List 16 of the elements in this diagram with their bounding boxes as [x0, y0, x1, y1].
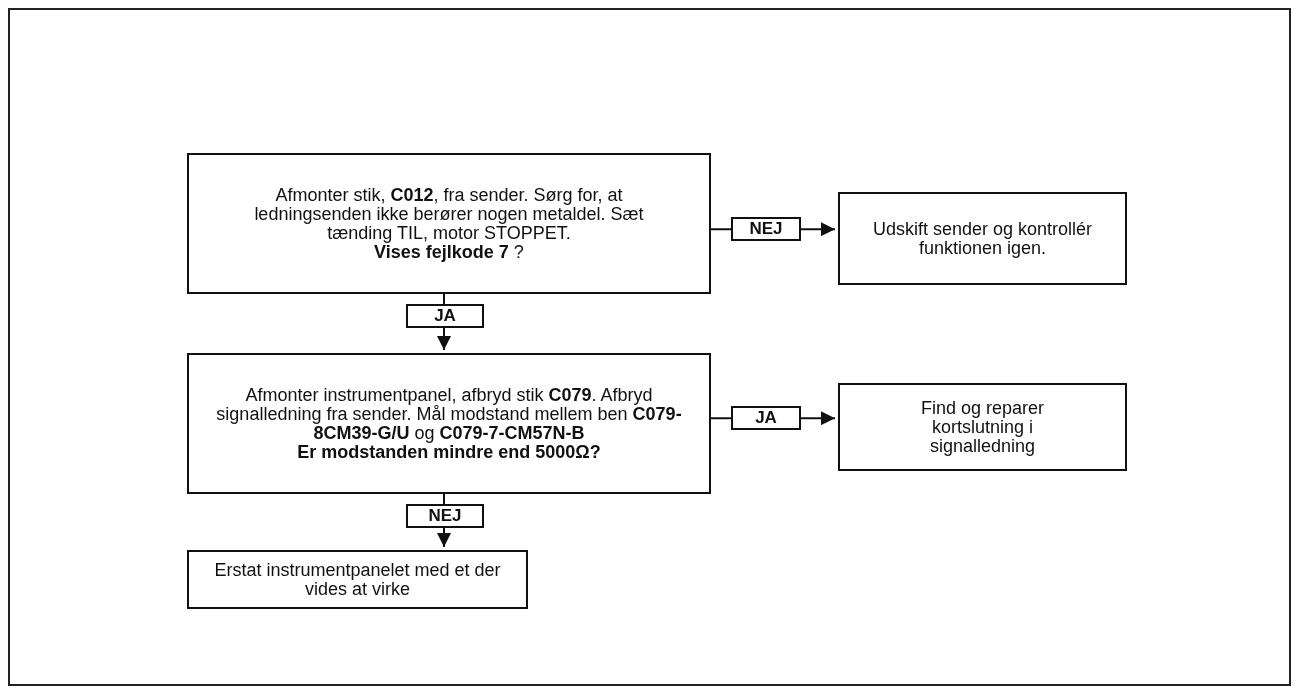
instruction-text: Erstat instrumentpanelet med et der vides at virke	[213, 560, 502, 599]
instruction-text: Afmonter stik, C012, fra sender. Sørg for, at ledningsenden ikke berører nogen metaldel. Sæt tænding TIL, motor STOPPET.	[253, 185, 645, 243]
process-box	[187, 153, 711, 294]
question-text: Vises fejlkode 7 ?	[374, 242, 524, 262]
process-box	[838, 383, 1127, 471]
edge-label: JA	[731, 406, 801, 431]
process-box	[187, 550, 528, 609]
process-box	[838, 192, 1127, 285]
edge-label: NEJ	[406, 504, 484, 528]
instruction-text: Udskift sender og kontrollér funktionen igen.	[871, 219, 1094, 258]
edge-label: JA	[406, 304, 484, 328]
instruction-text: Afmonter instrumentpanel, afbryd stik C079. Afbryd signalledning fra sender. Mål modstand mellem ben C079-8CM39-G/U og C079-7-CM57N-B	[215, 385, 683, 443]
process-box	[187, 353, 711, 494]
edge-label: NEJ	[731, 217, 801, 242]
instruction-text: Find og reparer kortslutning i signalledning	[919, 398, 1046, 456]
question-text: Er modstanden mindre end 5000Ω?	[297, 442, 601, 462]
